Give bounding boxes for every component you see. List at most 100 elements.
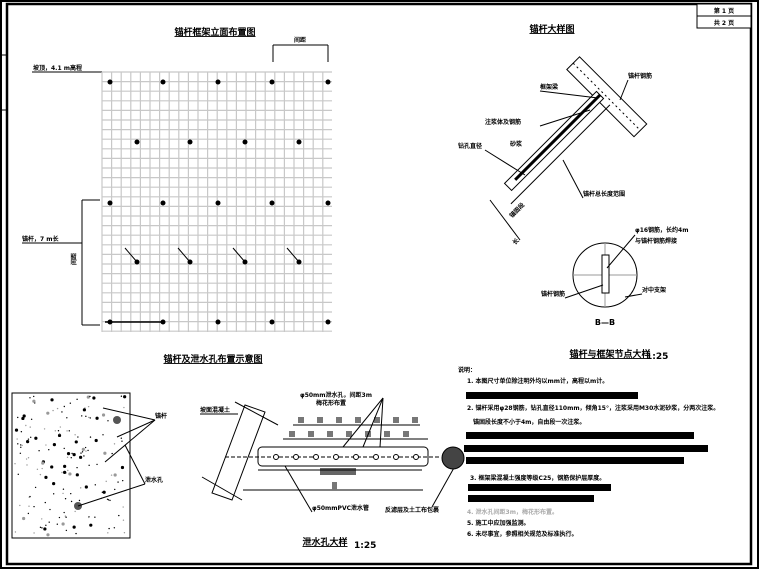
node-detail-callout <box>441 446 465 470</box>
aggregate-speck <box>66 430 68 432</box>
aggregate-speck <box>52 409 54 412</box>
aggregate-speck <box>84 446 87 449</box>
notes-section: 锚杆与框架节点大样 1:25 说明： 1. 本图尺寸单位除注明外均以mm计，高程… <box>458 348 719 538</box>
anchor-point <box>215 200 221 206</box>
note-line-6: 5. 施工中应加强监测。 <box>467 519 530 527</box>
anchor-point <box>325 200 331 206</box>
aggregate-speck <box>39 526 42 529</box>
layout-view: 锚杆及泄水孔布置示意图 锚杆 泄水孔 <box>11 353 263 539</box>
aggregate-speck <box>95 416 99 420</box>
anchor-point <box>242 139 248 145</box>
anchor-point <box>269 319 275 325</box>
aggregate-speck <box>43 527 47 531</box>
aggregate-speck <box>44 475 48 479</box>
anchor-label-6: 锚杆总长度范围 <box>583 190 625 198</box>
drain-hole <box>393 454 399 460</box>
section-label-2: 与锚杆钢筋焊接 <box>635 237 677 245</box>
aggregate-speck <box>64 498 67 500</box>
aggregate-speck <box>33 532 35 534</box>
layout-label-anchor: 锚杆 <box>155 412 167 420</box>
aggregate-speck <box>66 456 69 458</box>
aggregate-speck <box>46 411 50 415</box>
aggregate-speck <box>43 428 46 430</box>
anchor-point <box>269 79 275 85</box>
aggregate-speck <box>70 500 73 503</box>
aggregate-speck <box>81 451 84 453</box>
node-detail-title: 锚杆与框架节点大样 <box>569 348 650 360</box>
aggregate-speck <box>34 436 38 440</box>
concrete-panel <box>11 392 131 539</box>
note-line-4: 3. 框架梁混凝土强度等级C25，钢筋保护层厚度。 <box>470 474 605 482</box>
anchor-point <box>160 79 166 85</box>
aggregate-speck <box>48 448 50 451</box>
aggregate-speck <box>34 486 37 489</box>
drain-label-2: φ50mm泄水孔，间距3m <box>300 391 372 399</box>
aggregate-speck <box>101 413 106 417</box>
aggregate-speck <box>27 457 30 459</box>
aggregate-speck <box>70 457 72 459</box>
filter-block <box>374 417 380 423</box>
anchor-label-2: 锚杆钢筋 <box>628 72 652 80</box>
aggregate-speck <box>113 527 116 529</box>
filter-block <box>308 431 314 437</box>
aggregate-speck <box>78 499 81 502</box>
aggregate-speck <box>118 514 120 517</box>
aggregate-speck <box>54 430 57 432</box>
anchor-bar <box>503 90 611 205</box>
note-line-2: 2. 锚杆采用φ28钢筋，钻孔直径110mm，倾角15°，注浆采用M30水泥砂浆… <box>467 404 719 412</box>
aggregate-speck <box>86 395 90 399</box>
anchor-label-4: 钻孔直径 <box>458 142 482 150</box>
drain-hole <box>333 454 339 460</box>
aggregate-speck <box>66 452 71 456</box>
aggregate-speck <box>107 532 109 534</box>
aggregate-speck <box>50 398 54 402</box>
aggregate-speck <box>29 397 31 399</box>
filter-block <box>403 431 409 437</box>
aggregate-speck <box>41 527 43 529</box>
aggregate-speck <box>61 522 65 526</box>
aggregate-speck <box>26 464 28 466</box>
aggregate-speck <box>76 466 78 469</box>
aggregate-speck <box>106 498 109 501</box>
aggregate-speck <box>26 440 30 444</box>
page-total: 共 2 页 <box>714 19 734 27</box>
aggregate-speck <box>120 437 123 439</box>
aggregate-speck <box>57 430 60 432</box>
aggregate-speck <box>75 473 79 477</box>
frame-beam-section <box>566 56 648 138</box>
aggregate-speck <box>50 465 54 469</box>
aggregate-speck <box>113 443 116 445</box>
aggregate-speck <box>76 398 78 401</box>
top-dimension: 间距 <box>294 36 306 44</box>
aggregate-speck <box>30 436 32 438</box>
aggregate-speck <box>57 433 62 438</box>
aggregate-speck <box>56 523 59 525</box>
aggregate-speck <box>20 446 22 448</box>
aggregate-speck <box>20 444 22 446</box>
anchor-dim-2: 长 <box>511 236 522 247</box>
anchor-point <box>134 139 140 145</box>
aggregate-speck <box>88 416 90 419</box>
aggregate-speck <box>19 504 21 507</box>
note-line-1: 1. 本图尺寸单位除注明外均以mm计，高程以m计。 <box>467 377 608 385</box>
aggregate-speck <box>45 524 47 527</box>
anchor-point <box>296 139 302 145</box>
drain-detail-scale: 1:25 <box>354 541 376 551</box>
aggregate-speck <box>87 449 89 452</box>
aggregate-speck <box>96 463 98 466</box>
side-dimension: 间距 <box>70 253 78 265</box>
section-label-4: 对中支架 <box>642 286 666 294</box>
aggregate-speck <box>29 495 31 498</box>
filter-block <box>346 431 352 437</box>
anchor-direction <box>232 247 246 263</box>
aggregate-speck <box>70 492 72 495</box>
aggregate-speck <box>109 499 111 502</box>
anchor-point <box>325 79 331 85</box>
elevation-title: 锚杆框架立面布置图 <box>174 26 255 38</box>
node-detail-scale: 1:25 <box>646 352 668 362</box>
aggregate-speck <box>22 516 26 521</box>
aggregate-speck <box>85 415 87 418</box>
aggregate-speck <box>17 416 19 419</box>
aggregate-speck <box>30 418 33 420</box>
aggregate-speck <box>63 511 65 514</box>
